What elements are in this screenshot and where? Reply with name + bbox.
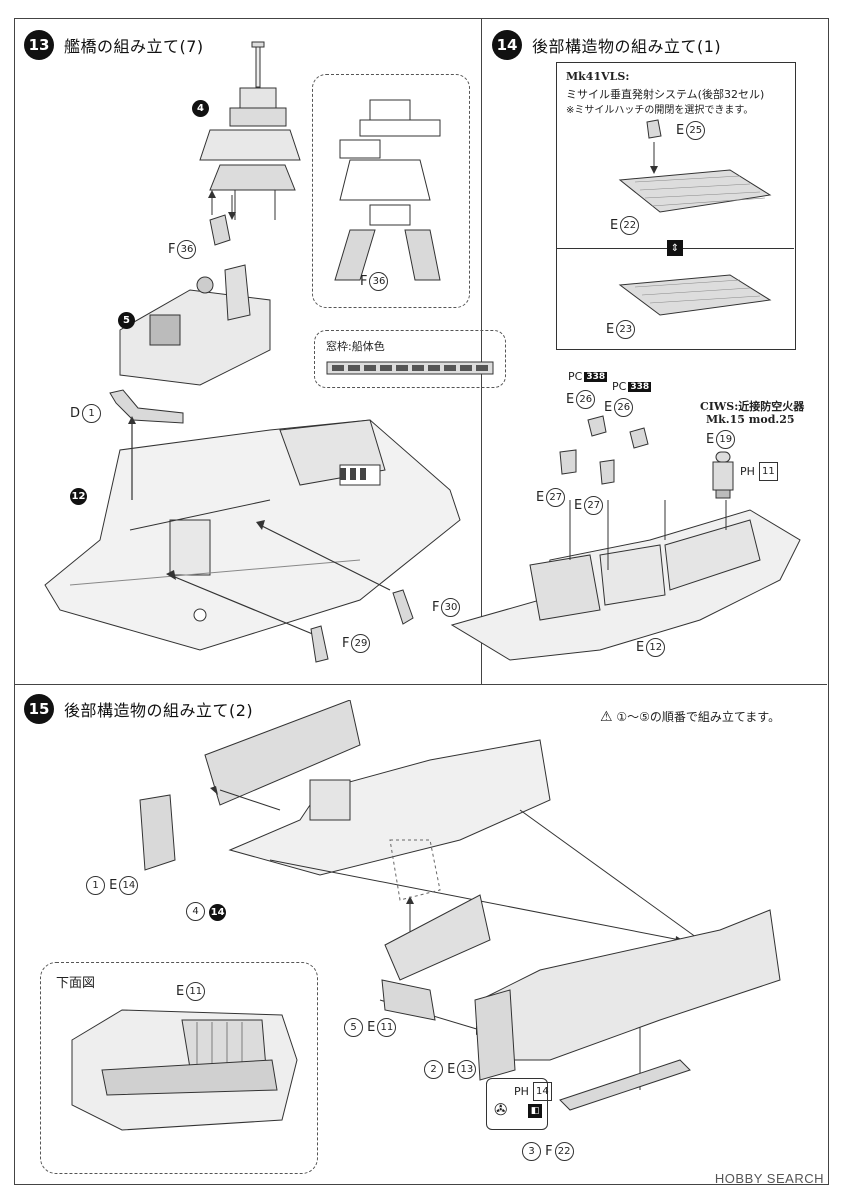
part-e25-drawing — [646, 119, 662, 139]
part-d1-drawing — [109, 389, 184, 424]
watermark: HOBBY SEARCH — [714, 1171, 824, 1186]
window-frame-note: 窓枠:船体色 — [326, 340, 385, 353]
step15-header: 15 後部構造物の組み立て(2) — [24, 694, 253, 724]
step14-title: 後部構造物の組み立て(1) — [532, 37, 722, 56]
vls-description: ミサイル垂直発射システム(後部32セル) — [566, 88, 765, 101]
propeller-icon: ✇ — [494, 1100, 508, 1119]
step14-number: 14 — [492, 30, 522, 60]
window-frame-strip — [326, 361, 494, 375]
ciws-title: CIWS:近接防空火器 — [700, 400, 805, 413]
step13-bullet-5: 5 — [118, 312, 135, 329]
swap-option-icon: ⇕ — [667, 240, 683, 256]
step13-bullet-4: 4 — [192, 100, 209, 117]
part-f29-drawing — [310, 625, 329, 663]
step13-header: 13 艦橋の組み立て(7) — [24, 30, 204, 60]
horizontal-divider — [14, 684, 827, 685]
vertical-divider — [481, 18, 482, 684]
page-frame — [14, 18, 829, 1185]
step15-title: 後部構造物の組み立て(2) — [64, 701, 254, 720]
step14-header: 14 後部構造物の組み立て(1) — [492, 30, 721, 60]
mast-drawing — [199, 41, 301, 220]
step15-number: 15 — [24, 694, 54, 724]
bottom-view-label: 下面図 — [56, 976, 96, 991]
vls-closed-drawing — [618, 274, 772, 316]
mast-detail-zoom — [312, 74, 470, 308]
bottom-view-drawing — [71, 1009, 298, 1131]
assembly-order-note: ⚠ ①〜⑤の順番で組み立てます。 — [600, 709, 781, 725]
warning-icon: ⚠ — [600, 709, 613, 725]
window-frame-note-box — [314, 330, 506, 388]
item4-label: 4 14 — [184, 902, 227, 921]
rear-superstructure-drawing — [139, 700, 781, 1111]
part-f30-drawing — [392, 589, 414, 625]
step13-bullet-12: 12 — [70, 488, 87, 505]
ciws-model: Mk.15 mod.25 — [706, 413, 795, 426]
vls-title: Mk41VLS: — [566, 70, 630, 83]
step13-arrows — [128, 416, 391, 636]
vls-open-drawing — [618, 142, 772, 213]
bridge-hull-drawing — [44, 419, 461, 651]
step13-number: 13 — [24, 30, 54, 60]
bottom-view-box — [40, 962, 318, 1174]
bridge-upper-drawing — [119, 264, 271, 386]
step13-title: 艦橋の組み立て(7) — [64, 37, 204, 56]
vls-note: ※ミサイルハッチの開閉を選択できます。 — [566, 105, 754, 116]
ciws-drawing — [712, 451, 734, 499]
part-f36-drawing — [208, 190, 236, 246]
part-e26-e27-drawing — [559, 415, 649, 485]
matte-icon: ◧ — [528, 1104, 542, 1118]
rear-deck-drawing — [450, 500, 801, 661]
mast-detail-drawing — [334, 99, 441, 281]
